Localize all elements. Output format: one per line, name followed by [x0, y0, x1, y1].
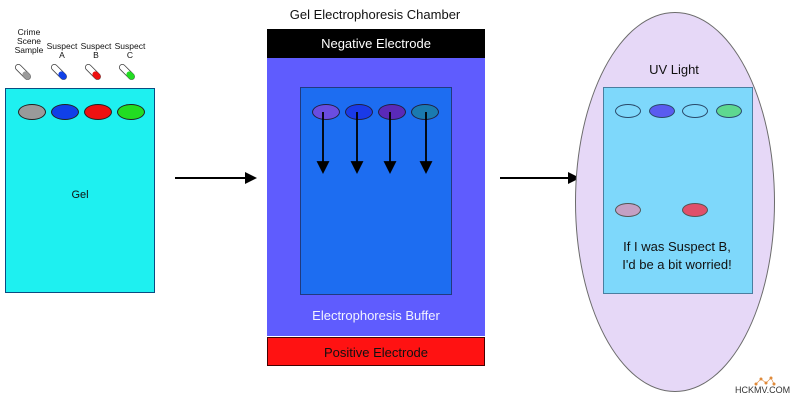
- chamber-gel: [300, 87, 452, 295]
- uv-well-suspect-a: [649, 104, 675, 118]
- arrow-icon-to-chamber: [175, 172, 257, 184]
- well-suspect-c: [117, 104, 145, 120]
- tube-icon-suspect-a: [50, 63, 67, 80]
- label-suspect-b: Suspect B: [80, 41, 112, 60]
- well-crime: [18, 104, 46, 120]
- uv-well-suspect-c: [716, 104, 742, 118]
- arrowhead-icon: [383, 161, 397, 175]
- chamber-well-suspect-c: [411, 104, 439, 120]
- arrowhead-icon: [419, 161, 433, 175]
- sample-tubes: [14, 63, 135, 80]
- chamber-well-crime: [312, 104, 340, 120]
- label-crime-scene-sample: Crime Scene Sample: [14, 27, 44, 55]
- note-line-2: I'd be a bit worried!: [622, 257, 732, 272]
- label-suspect-c: Suspect C: [114, 41, 146, 60]
- uv-well-crime: [615, 104, 641, 118]
- uv-light-label: UV Light: [649, 62, 699, 77]
- buffer-label: Electrophoresis Buffer: [312, 308, 440, 323]
- arrowhead-icon: [350, 161, 364, 175]
- well-suspect-b: [84, 104, 112, 120]
- arrow-icon-to-uv: [500, 172, 580, 184]
- band-crime-scene: [615, 203, 641, 217]
- uv-well-suspect-b: [682, 104, 708, 118]
- well-suspect-a: [51, 104, 79, 120]
- tube-icon-crime: [14, 63, 31, 80]
- watermark-text: HCKMV.COM: [735, 385, 791, 395]
- tube-icon-suspect-c: [118, 63, 135, 80]
- band-suspect-b: [682, 203, 708, 217]
- gel-slab: Gel: [5, 88, 155, 293]
- uv-gel: [603, 87, 753, 294]
- chamber-well-suspect-b: [378, 104, 406, 120]
- arrowhead-icon: [316, 161, 330, 175]
- label-suspect-a: Suspect A: [46, 41, 78, 60]
- negative-electrode: Negative Electrode: [267, 29, 485, 58]
- chamber-well-suspect-a: [345, 104, 373, 120]
- positive-electrode: Positive Electrode: [267, 337, 485, 366]
- note-line-1: If I was Suspect B,: [623, 239, 731, 254]
- gel-label: Gel: [71, 189, 89, 201]
- migration-arrows: [316, 112, 433, 175]
- watermark-logo-icon: [754, 376, 776, 386]
- chamber-title: Gel Electrophoresis Chamber: [289, 7, 461, 22]
- tube-icon-suspect-b: [84, 63, 101, 80]
- note-text: If I was Suspect B, I'd be a bit worried…: [603, 238, 751, 274]
